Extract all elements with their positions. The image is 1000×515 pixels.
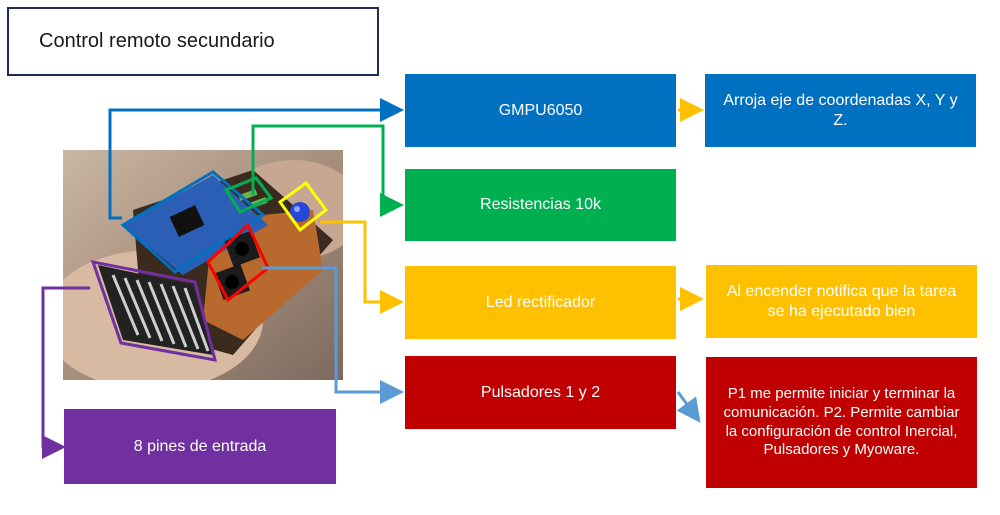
pulsadores-description-box: P1 me permite iniciar y terminar la comu… bbox=[706, 357, 977, 488]
led-connector bbox=[320, 220, 404, 314]
resistencias-label: Resistencias 10k bbox=[480, 196, 601, 213]
buttons-connector bbox=[262, 266, 404, 404]
pins-highlight bbox=[90, 260, 218, 362]
diagram-title: Control remoto secundario bbox=[7, 7, 379, 76]
buttons-desc-arrow bbox=[676, 391, 701, 423]
gmpu-box: GMPU6050 bbox=[405, 74, 676, 147]
gmpu-connector bbox=[108, 98, 404, 220]
gmpu-highlight bbox=[120, 170, 266, 274]
pulsadores-description: P1 me permite iniciar y terminar la comu… bbox=[723, 385, 960, 459]
gmpu-label: GMPU6050 bbox=[498, 101, 583, 119]
pulsadores-label: Pulsadores 1 y 2 bbox=[480, 383, 601, 401]
resistors-highlight bbox=[223, 176, 274, 214]
led-label: Led rectificador bbox=[485, 293, 596, 311]
pins-connector bbox=[41, 286, 90, 459]
led-description-box: Al encender notifica que la tarea se ha … bbox=[706, 265, 977, 338]
gmpu-description: Arroja eje de coordenadas X, Y y Z. bbox=[723, 91, 958, 129]
led-box: Led rectificador bbox=[405, 266, 676, 339]
pines-box: 8 pines de entrada bbox=[64, 409, 336, 484]
gmpu-description-box: Arroja eje de coordenadas X, Y y Z. bbox=[705, 74, 976, 147]
resistors-connector bbox=[251, 124, 404, 217]
led-description: Al encender notifica que la tarea se ha … bbox=[726, 282, 957, 320]
resistencias-box: Resistencias 10k bbox=[405, 169, 676, 241]
pulsadores-box: Pulsadores 1 y 2 bbox=[405, 356, 676, 429]
led-highlight bbox=[277, 180, 329, 233]
pines-label: 8 pines de entrada bbox=[133, 437, 267, 455]
